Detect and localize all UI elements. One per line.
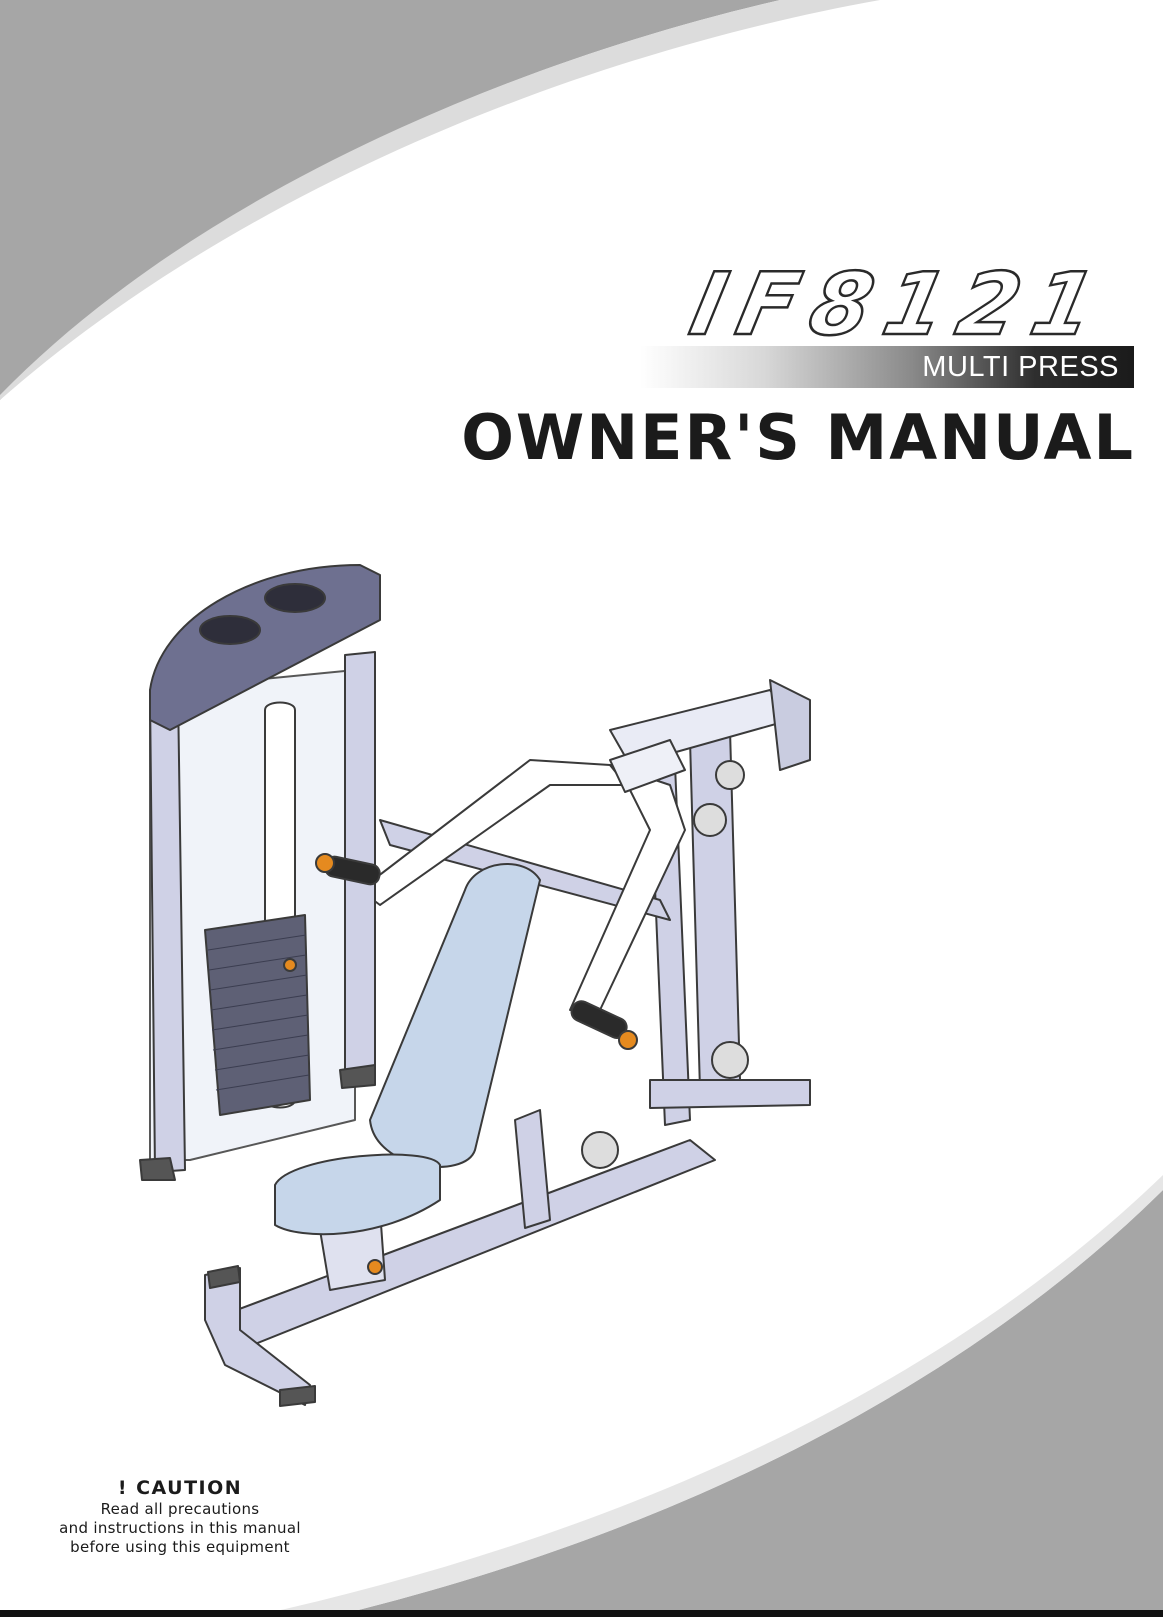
caution-notice: ! CAUTION Read all precautions and instr… <box>40 1476 320 1557</box>
top-left-swoosh <box>0 0 780 400</box>
top-handle-slot-1 <box>200 616 260 644</box>
mid-pulley <box>694 804 726 836</box>
right-handle-cap <box>619 1031 637 1049</box>
product-subtitle: MULTI PRESS <box>922 350 1119 384</box>
caution-line: before using this equipment <box>40 1538 320 1557</box>
stack-foot-right <box>340 1065 375 1088</box>
caution-heading: ! CAUTION <box>40 1476 320 1500</box>
top-pulley <box>716 761 744 789</box>
left-handle-cap <box>316 854 334 872</box>
base-pulley <box>582 1132 618 1168</box>
caution-line: and instructions in this manual <box>40 1519 320 1538</box>
manual-title: OWNER'S MANUAL <box>461 398 1135 478</box>
caution-line: Read all precautions <box>40 1500 320 1519</box>
main-base-rail <box>210 1140 715 1350</box>
stack-foot-left <box>140 1158 175 1180</box>
bottom-edge-strip <box>0 1610 1163 1617</box>
weight-stack <box>205 915 310 1115</box>
seat-pad <box>275 1155 440 1235</box>
rear-base <box>650 1080 810 1108</box>
multi-press-machine-illustration <box>130 560 870 1440</box>
model-number-logo: IF8121 <box>684 262 1116 348</box>
top-handle-slot-2 <box>265 584 325 612</box>
stack-upright-left <box>150 692 185 1172</box>
seat-adjust-knob <box>368 1260 382 1274</box>
selector-pin <box>284 959 296 971</box>
top-pulley-plate <box>770 680 810 770</box>
low-pulley <box>712 1042 748 1078</box>
front-foot <box>280 1386 315 1406</box>
